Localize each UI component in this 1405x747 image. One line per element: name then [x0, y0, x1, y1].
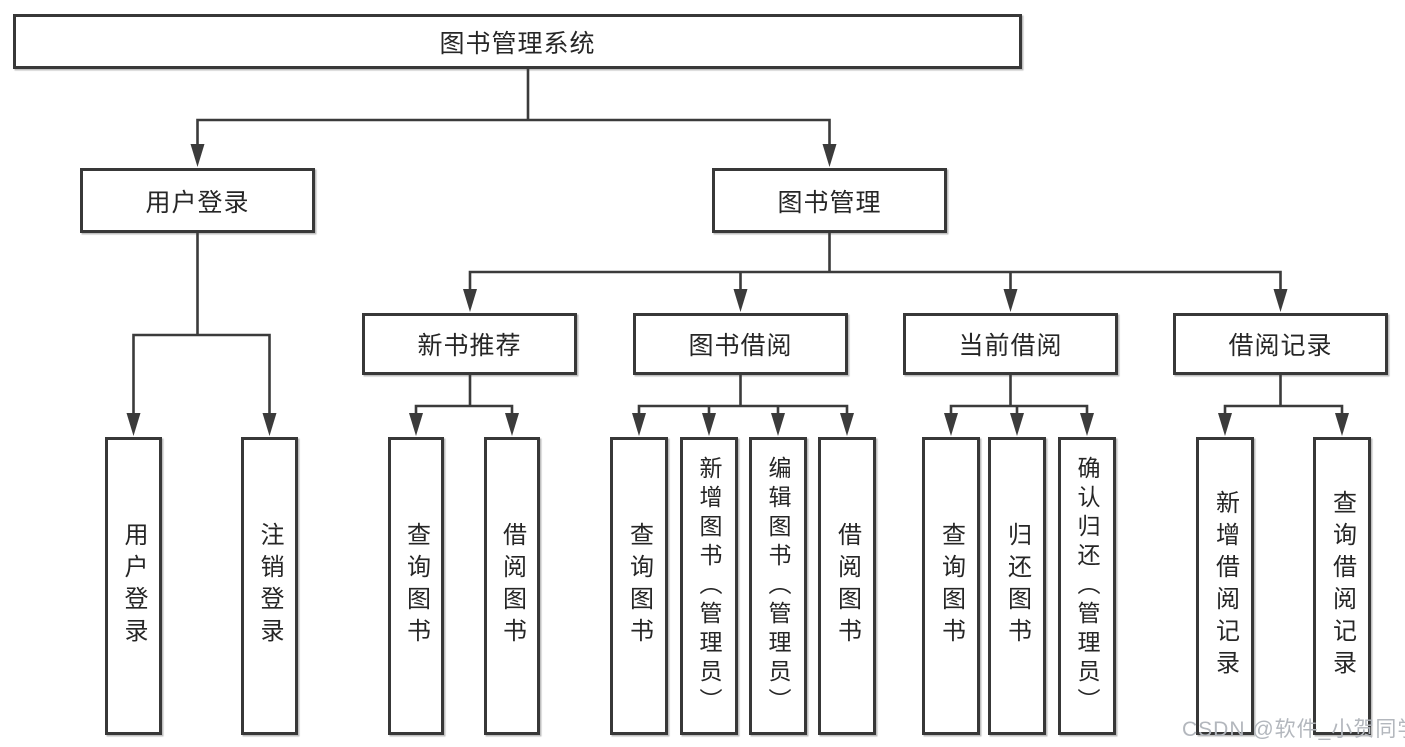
arrowhead: [632, 413, 646, 436]
node-leaf-return-books-label: 归还图书: [1003, 522, 1031, 650]
node-leaf-add-books-admin: 新增图书（管理员）: [680, 437, 738, 735]
node-leaf-confirm-return-admin-label: 确认归还（管理员）: [1074, 455, 1100, 717]
node-leaf-edit-books-admin: 编辑图书（管理员）: [749, 437, 807, 735]
node-leaf-logout-label: 注销登录: [256, 522, 283, 650]
arrowheads: [126, 144, 1349, 436]
arrowhead: [262, 413, 277, 436]
node-leaf-query-books-current: 查询图书: [922, 437, 980, 735]
node-book-management-label: 图书管理: [777, 188, 882, 217]
node-leaf-add-books-admin-label: 新增图书（管理员）: [696, 455, 722, 717]
node-book-management: 图书管理: [712, 168, 947, 233]
tree-connectors: [132, 66, 1344, 418]
arrowhead: [733, 289, 748, 312]
arrowhead: [505, 413, 519, 436]
arrowhead: [1273, 289, 1288, 312]
node-leaf-add-borrow-record-label: 新增借阅记录: [1211, 490, 1239, 682]
node-leaf-query-books-recommend: 查询图书: [388, 437, 444, 735]
arrowhead: [1335, 413, 1349, 436]
node-current-borrow-label: 当前借阅: [958, 332, 1063, 360]
csdn-watermark: CSDN @软件_小贺同学: [1182, 718, 1405, 741]
node-current-borrow: 当前借阅: [903, 313, 1118, 375]
node-leaf-query-borrow-record: 查询借阅记录: [1313, 437, 1371, 735]
node-book-borrow: 图书借阅: [633, 313, 848, 375]
node-leaf-query-books-borrow: 查询图书: [610, 437, 668, 735]
node-book-borrow-label: 图书借阅: [688, 332, 793, 360]
node-leaf-query-books-borrow-label: 查询图书: [625, 522, 653, 650]
node-leaf-return-books: 归还图书: [988, 437, 1046, 735]
arrowhead: [840, 413, 854, 436]
node-leaf-edit-books-admin-label: 编辑图书（管理员）: [765, 455, 791, 717]
node-root-label: 图书管理系统: [439, 29, 596, 58]
node-leaf-borrow-books-recommend: 借阅图书: [484, 437, 540, 735]
arrowhead: [702, 413, 716, 436]
node-leaf-query-borrow-record-label: 查询借阅记录: [1328, 490, 1356, 682]
node-leaf-query-books-recommend-label: 查询图书: [402, 522, 430, 650]
arrowhead: [126, 413, 141, 436]
node-borrow-records-label: 借阅记录: [1228, 332, 1333, 360]
arrowhead: [1218, 413, 1232, 436]
node-leaf-user-login: 用户登录: [105, 437, 162, 735]
node-borrow-records: 借阅记录: [1173, 313, 1388, 375]
node-new-book-recommend-label: 新书推荐: [417, 332, 522, 360]
node-leaf-logout: 注销登录: [241, 437, 298, 735]
node-leaf-borrow-books: 借阅图书: [818, 437, 876, 735]
arrowhead: [1080, 413, 1094, 436]
arrowhead: [944, 413, 958, 436]
arrowhead: [1003, 289, 1018, 312]
arrowhead: [771, 413, 785, 436]
node-new-book-recommend: 新书推荐: [362, 313, 577, 375]
node-leaf-borrow-books-label: 借阅图书: [833, 522, 861, 650]
node-leaf-user-login-label: 用户登录: [120, 522, 147, 650]
node-leaf-borrow-books-recommend-label: 借阅图书: [498, 522, 526, 650]
arrowhead: [190, 144, 205, 167]
node-leaf-query-books-current-label: 查询图书: [937, 522, 965, 650]
node-leaf-confirm-return-admin: 确认归还（管理员）: [1058, 437, 1116, 735]
node-root: 图书管理系统: [13, 14, 1022, 69]
node-user-login-label: 用户登录: [145, 188, 250, 217]
arrowhead: [409, 413, 423, 436]
arrowhead: [822, 144, 837, 167]
node-user-login: 用户登录: [80, 168, 315, 233]
arrowhead: [1010, 413, 1024, 436]
arrowhead: [463, 289, 477, 312]
node-leaf-add-borrow-record: 新增借阅记录: [1196, 437, 1254, 735]
